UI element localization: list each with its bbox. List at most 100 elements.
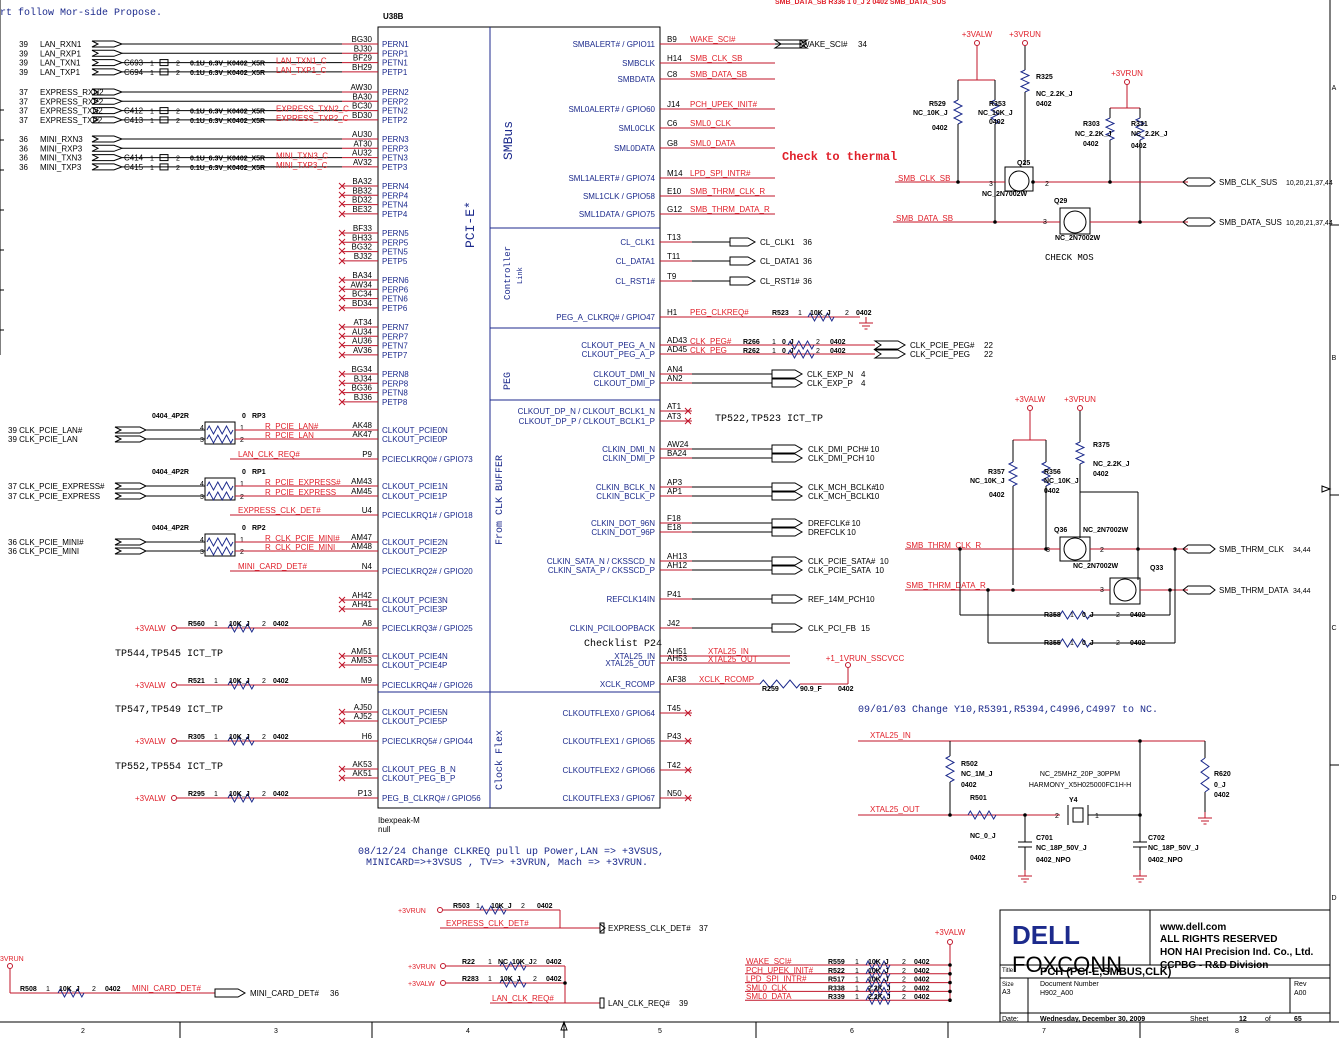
chip-pin-number: BD32 [352,196,373,205]
port-name: MINI_CARD_DET# [250,989,319,998]
chip-pin-name: SML1DATA / GPIO75 [579,210,656,219]
chip-pin-number: T9 [667,272,677,281]
chip-pin-number: AN4 [667,365,683,374]
net-label: SMB_THRM_DATA_R [906,581,986,590]
chip-pin-number: AU36 [352,337,373,346]
no-connect-mark [338,652,346,660]
chip-pin-number: AH51 [667,647,688,656]
res-refdes: R266 [743,339,760,346]
chip-pin-number: N4 [362,562,373,571]
junction-dot [948,989,952,994]
port-name: REF_14M_PCH [808,595,866,604]
no-connect-mark [338,370,346,378]
res-refdes: R559 [828,959,845,966]
pin-num: 2 [521,903,525,910]
chip-pin-name: CLKIN_SATA_N / CKSSCD_N [547,557,655,566]
mosfet-refdes: Q29 [1054,198,1067,205]
pin-num: 3 [1100,587,1104,594]
titleblock-label: Document Number [1040,981,1099,988]
titleblock-label: Date: [1002,1016,1019,1023]
power-label: +3VALW [408,981,435,988]
off-page-connector [771,623,804,633]
chip-pin-name: CLKOUT_PEG_B_N [382,765,456,774]
cap-value: 0.1U_6.3V_K0402_X5R [190,165,265,172]
pin-num: 2 [902,968,906,975]
port-name: 36 CLK_PCIE_MINI# [8,538,84,547]
chip-pin-number: U4 [362,506,373,515]
capacitor-symbol [159,116,169,124]
net-label: SMB_THRM_CLK_R [906,541,981,550]
res-package: 0402 [970,855,986,862]
power-label: +3VALW [962,30,993,39]
chip-pin-name: CL_DATA1 [616,257,656,266]
chip-pin-number: BG36 [352,384,373,393]
pin-num: 1 [1070,640,1074,647]
chip-pin-name: PETN6 [382,295,408,304]
pin-num: 2 [240,549,244,556]
resistor-symbol [1019,69,1031,93]
chip-pin-name: PERN6 [382,276,409,285]
titleblock-label: of [1265,1016,1271,1023]
res-package: 0402 [914,968,930,975]
port-name: LAN_RXP1 [40,49,81,58]
rpack-body [204,421,236,445]
power-label: 3VRUN [0,956,24,963]
pin-num: 3 [1043,219,1047,226]
grid-col-label: 5 [658,1028,662,1035]
chip-pin-name: XCLK_RCOMP [600,680,655,689]
junction-dot [956,180,960,184]
res-value: NC_2.2K_J [1075,131,1112,138]
power-label: +3VALW [935,928,966,937]
chip-pin-name: REFCLK14IN [607,595,656,604]
chip-pin-name: PCIECLKRQ2# / GPIO20 [382,567,473,576]
no-connect-mark [684,737,692,745]
junction-dot [1138,813,1142,817]
net-label: LPD_SPI_INTR# [690,169,751,178]
chip-pin-name: PERP4 [382,191,409,200]
chip-pin-name: PERP2 [382,97,409,106]
off-page-connector [798,39,809,49]
chip-pin-name: CLKOUT_PCIE1N [382,482,448,491]
chip-pin-name: SMBCLK [622,59,656,68]
res-package: 0402 [830,348,846,355]
res-value: 10K_J [500,976,521,983]
titleblock-label: Sheet [1190,1016,1208,1023]
net-label: XTAL25_IN [870,731,911,740]
port-ref-num: 36 [19,163,28,172]
chip-pin-number: AK47 [352,430,372,439]
pin-num: 1 [150,165,154,172]
resistor-symbol [807,311,835,323]
chip-pin-name: PERN1 [382,40,409,49]
chip-pin-number: AD45 [667,345,688,354]
chip-pin-number: AV32 [353,158,373,167]
res-value: 10K_J [868,968,889,975]
port-ref-num: 39 [19,40,28,49]
port-name: CL_CLK1 [760,238,795,247]
capacitor-symbol [159,59,169,67]
res-refdes: R355 [1044,640,1061,647]
port-ref-num: 22 [984,350,993,359]
net-label: R_CLK_PCIE_MINI# [265,534,340,543]
res-refdes: R339 [828,994,845,1001]
off-page-connector [599,922,605,934]
power-label: +1_1VRUN_SSCVCC [826,654,905,663]
no-connect-mark [338,351,346,359]
chip-pin-name: CLKIN_BCLK_P [596,492,655,501]
off-page-connector [729,237,757,247]
chip-pin-number: AW30 [351,83,373,92]
off-page-connector [771,453,804,463]
junction-dot [986,588,990,592]
pin-num: 2 [902,985,906,992]
chip-pin-number: AH42 [352,591,373,600]
port-name: CLK_EXP_N [807,370,853,379]
rpack-value: 0 [242,469,246,476]
titleblock-text: HON HAI Precision Ind. Co., Ltd. [1160,947,1314,958]
grid-col-label: 3 [274,1028,278,1035]
no-connect-mark [338,398,346,406]
port-name: MINI_RXP3 [40,144,83,153]
mosfet-refdes: Q33 [1150,565,1163,572]
res-value: NC_2.2K_J [1131,131,1168,138]
power-symbol [1124,79,1130,85]
chip-pin-name: CLKOUT_PCIE3P [382,605,447,614]
res-package: 0402 [273,791,289,798]
